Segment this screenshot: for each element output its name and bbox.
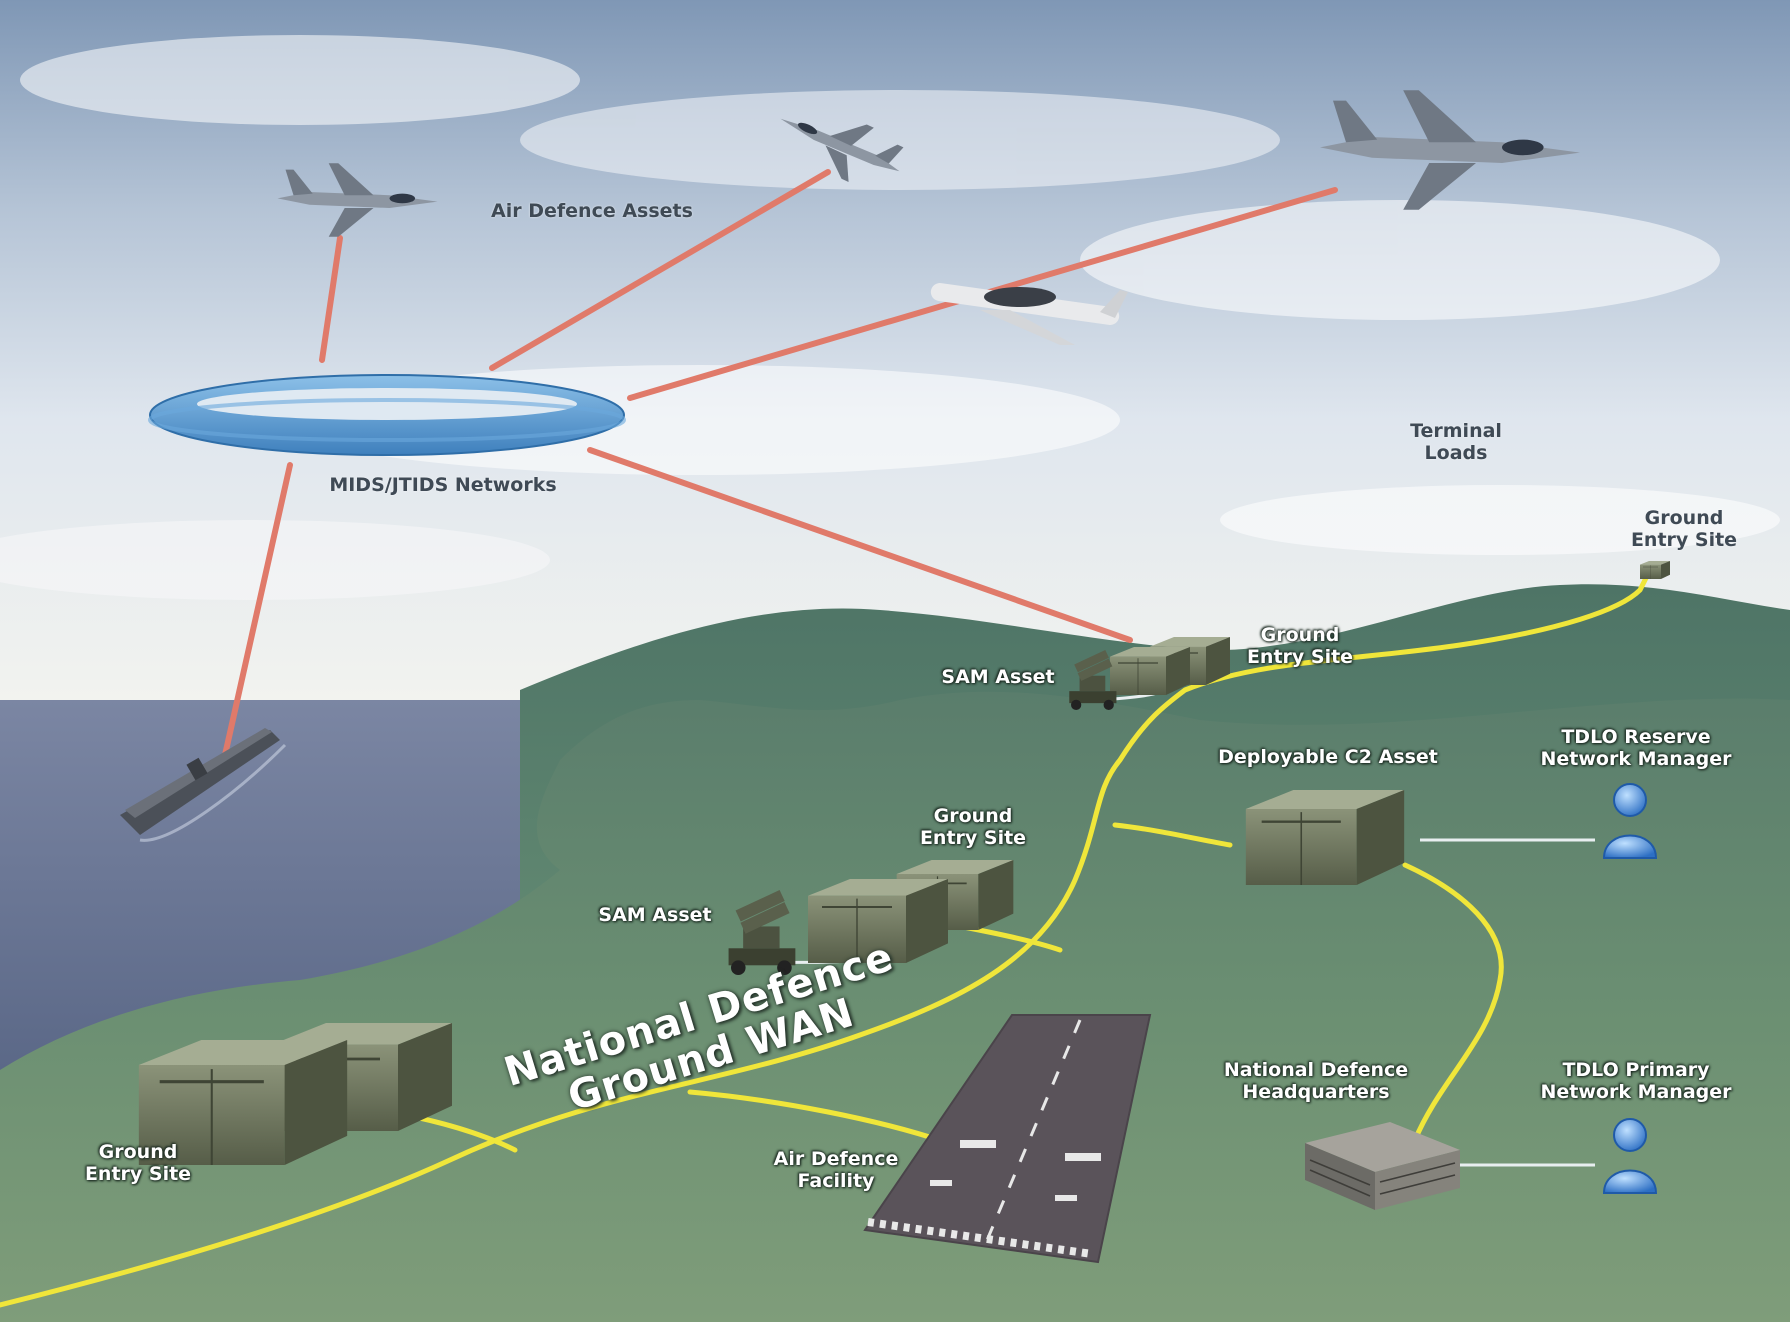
deployable-c2-asset-label: Deployable C2 Asset (1218, 746, 1438, 768)
aircraft-carrier-icon (120, 728, 287, 842)
sam-asset-upper-label: SAM Asset (941, 666, 1055, 688)
air-defence-assets-label: Air Defence Assets (491, 200, 693, 222)
runway-icon (863, 1014, 1152, 1264)
shelter-far-right-icon (1640, 560, 1670, 580)
mids-jtids-networks-label: MIDS/JTIDS Networks (329, 474, 557, 496)
shelter-c2-icon (1244, 790, 1406, 885)
hq-building-icon (1305, 1122, 1460, 1210)
sam-asset-lower-label: SAM Asset (598, 904, 712, 926)
mids-jtids-ring-icon (148, 374, 626, 456)
awacs-plane-icon (930, 283, 1128, 345)
